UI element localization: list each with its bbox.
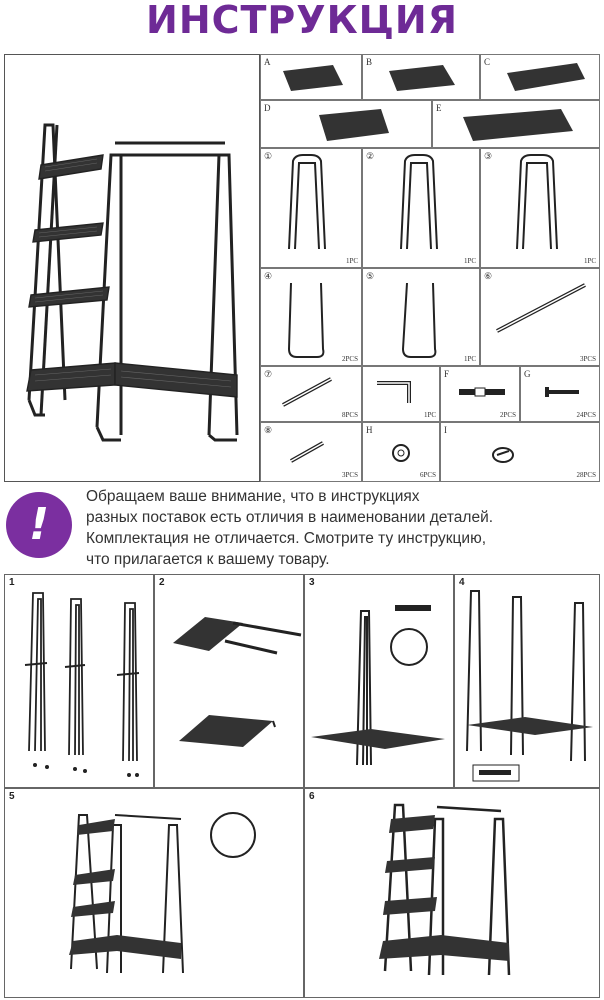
shelf-panel-icon	[507, 63, 585, 91]
part-i: I 28PCS	[440, 422, 600, 482]
part-1: ① 1PC	[260, 148, 362, 268]
part-8: ⑧ 3PCS	[260, 422, 362, 482]
shelf-panel-icon	[463, 109, 573, 141]
step-4-illustration	[466, 590, 593, 782]
part-quantity: 6PCS	[420, 471, 436, 479]
part-label: H	[366, 425, 373, 435]
notice-line: Комплектация не отличается. Смотрите ту …	[86, 530, 487, 547]
part-label: ⑤	[366, 271, 375, 281]
notice-line: разных поставок есть отличия в наименова…	[86, 509, 494, 526]
step-1: 1	[4, 574, 154, 788]
step-number: 1	[9, 577, 15, 588]
step-number: 6	[309, 791, 315, 802]
exclamation-icon: !	[6, 492, 72, 558]
shelf-panel-icon	[283, 65, 343, 91]
part-quantity: 8PCS	[342, 411, 358, 419]
step-3: 3	[304, 574, 454, 788]
notice-line: что прилагается к вашему товару.	[86, 551, 330, 568]
part-quantity: 2PCS	[342, 355, 358, 363]
step-number: 2	[159, 577, 165, 588]
overview-panel	[4, 54, 260, 482]
u-tube-icon	[401, 282, 437, 358]
notice-block: ! Обращаем ваше внимание, что в инструкц…	[0, 484, 604, 570]
part-label: A	[264, 57, 271, 67]
part-e: E	[432, 100, 600, 148]
clothing-rack-illustration	[26, 123, 239, 442]
part-quantity: 1PC	[463, 355, 476, 363]
connector-icon	[459, 387, 505, 397]
part-label: ④	[264, 271, 273, 281]
part-quantity: 24PCS	[576, 411, 596, 419]
frame-tube-icon	[288, 154, 326, 250]
part-label: C	[484, 57, 491, 67]
step-6-illustration	[379, 803, 511, 976]
part-7: ⑦ 8PCS	[260, 366, 362, 422]
notice-text: Обращаем ваше внимание, что в инструкция…	[86, 486, 596, 570]
step-1-illustration	[24, 592, 140, 777]
part-label: E	[436, 103, 442, 113]
part-label: ⑦	[264, 369, 273, 379]
part-quantity: 1PC	[423, 411, 436, 419]
step-5-illustration	[69, 812, 256, 974]
step-number: 5	[9, 791, 15, 802]
part-3: ③ 1PC	[480, 148, 600, 268]
part-wrench: 1PC	[362, 366, 440, 422]
part-b: B	[362, 54, 480, 100]
part-f: F 2PCS	[440, 366, 520, 422]
part-quantity: 28PCS	[576, 471, 596, 479]
step-2: 2	[154, 574, 304, 788]
part-label: B	[366, 57, 373, 67]
shelf-panel-icon	[319, 109, 389, 141]
part-4: ④ 2PCS	[260, 268, 362, 366]
part-label: ⑥	[484, 271, 493, 281]
part-quantity: 3PCS	[342, 471, 358, 479]
part-6: ⑥ 3PCS	[480, 268, 600, 366]
part-quantity: 1PC	[463, 257, 476, 265]
frame-tube-icon	[400, 154, 438, 250]
short-rod-icon	[290, 441, 324, 463]
step-3-illustration	[311, 605, 445, 766]
part-label: ②	[366, 151, 375, 161]
step-4: 4	[454, 574, 600, 788]
part-h: H 6PCS	[362, 422, 440, 482]
foot-cap-icon	[492, 447, 514, 463]
part-label: G	[524, 369, 531, 379]
part-quantity: 1PC	[583, 257, 596, 265]
step-5: 5	[4, 788, 304, 998]
hex-key-icon	[377, 381, 411, 403]
part-g: G 24PCS	[520, 366, 600, 422]
part-quantity: 2PCS	[500, 411, 516, 419]
step-number: 3	[309, 577, 315, 588]
part-label: ①	[264, 151, 273, 161]
short-rod-icon	[282, 377, 332, 407]
part-label: D	[264, 103, 271, 113]
step-number: 4	[459, 577, 465, 588]
part-quantity: 3PCS	[580, 355, 596, 363]
part-label: ⑧	[264, 425, 273, 435]
frame-tube-icon	[516, 154, 558, 250]
part-label: F	[444, 369, 450, 379]
part-d: D	[260, 100, 432, 148]
part-5: ⑤ 1PC	[362, 268, 480, 366]
part-a: A	[260, 54, 362, 100]
shelf-panel-icon	[389, 65, 455, 91]
part-label: ③	[484, 151, 493, 161]
notice-line: Обращаем ваше внимание, что в инструкция…	[86, 488, 420, 505]
step-2-illustration	[173, 617, 302, 747]
u-tube-icon	[287, 282, 325, 358]
part-label: I	[444, 425, 447, 435]
page-title: ИНСТРУКЦИЯ	[146, 0, 458, 42]
rod-icon	[496, 283, 586, 333]
step-6: 6	[304, 788, 600, 998]
part-2: ② 1PC	[362, 148, 480, 268]
part-c: C	[480, 54, 600, 100]
part-quantity: 1PC	[345, 257, 358, 265]
bolt-icon	[545, 387, 579, 397]
clip-icon	[392, 444, 410, 462]
